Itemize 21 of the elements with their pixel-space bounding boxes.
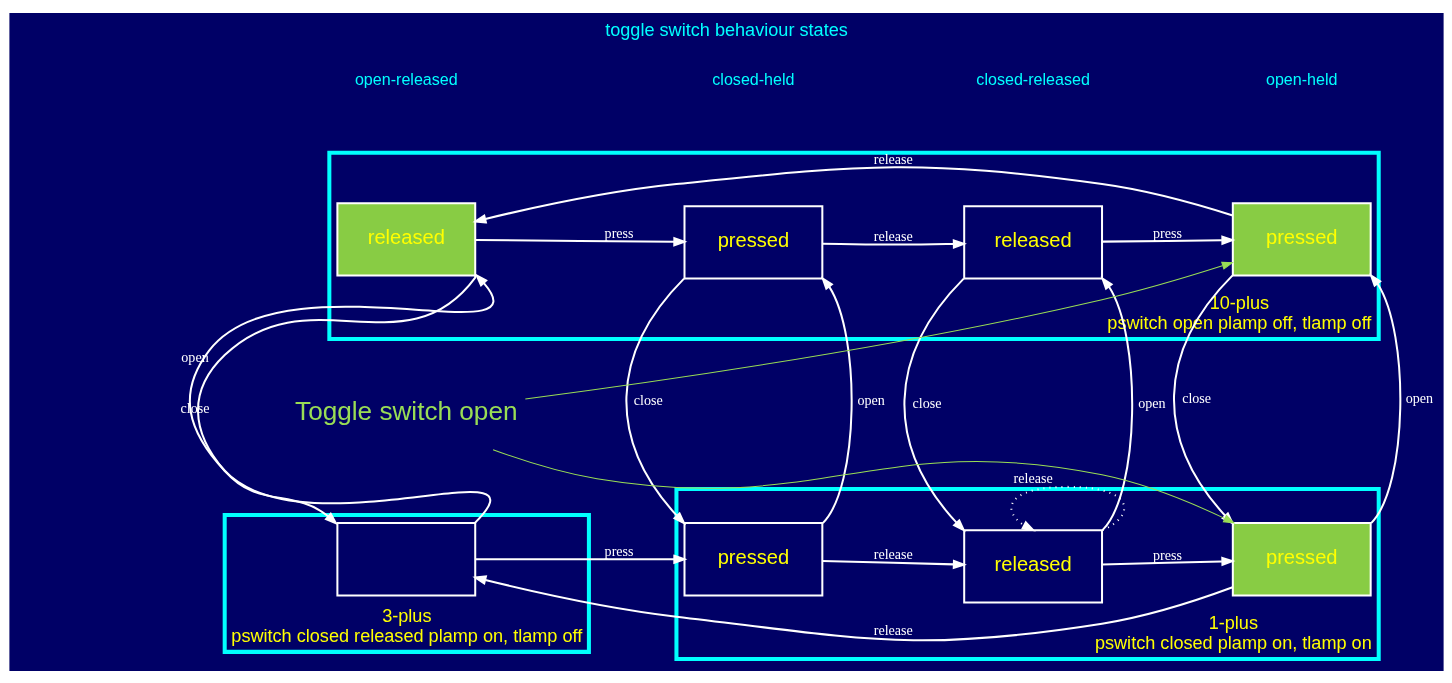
edge-label: release — [1013, 469, 1053, 486]
edge-label: open — [1405, 389, 1433, 406]
edge-label: open — [856, 391, 885, 408]
label: closed-held — [711, 69, 795, 88]
edge-label: open — [1137, 394, 1166, 411]
edge-label: close — [633, 391, 663, 408]
node-text: Toggle switch open — [294, 395, 517, 426]
label: closed-released — [975, 69, 1090, 88]
edge-label: press — [604, 224, 634, 241]
edge-label: release — [873, 227, 913, 244]
edge-label: close — [1181, 389, 1211, 406]
edge-label: release — [873, 545, 913, 562]
edge-label: close — [912, 394, 941, 411]
edge-label: press — [1152, 546, 1182, 563]
edge-label: release — [873, 150, 913, 167]
diagram-title: toggle switch behaviour states — [604, 19, 848, 40]
edge-label: press — [1152, 224, 1182, 241]
label: open-held — [1265, 69, 1338, 88]
label: open-released — [354, 69, 458, 88]
edge-label: press — [604, 542, 634, 558]
edge-label: release — [873, 621, 913, 638]
